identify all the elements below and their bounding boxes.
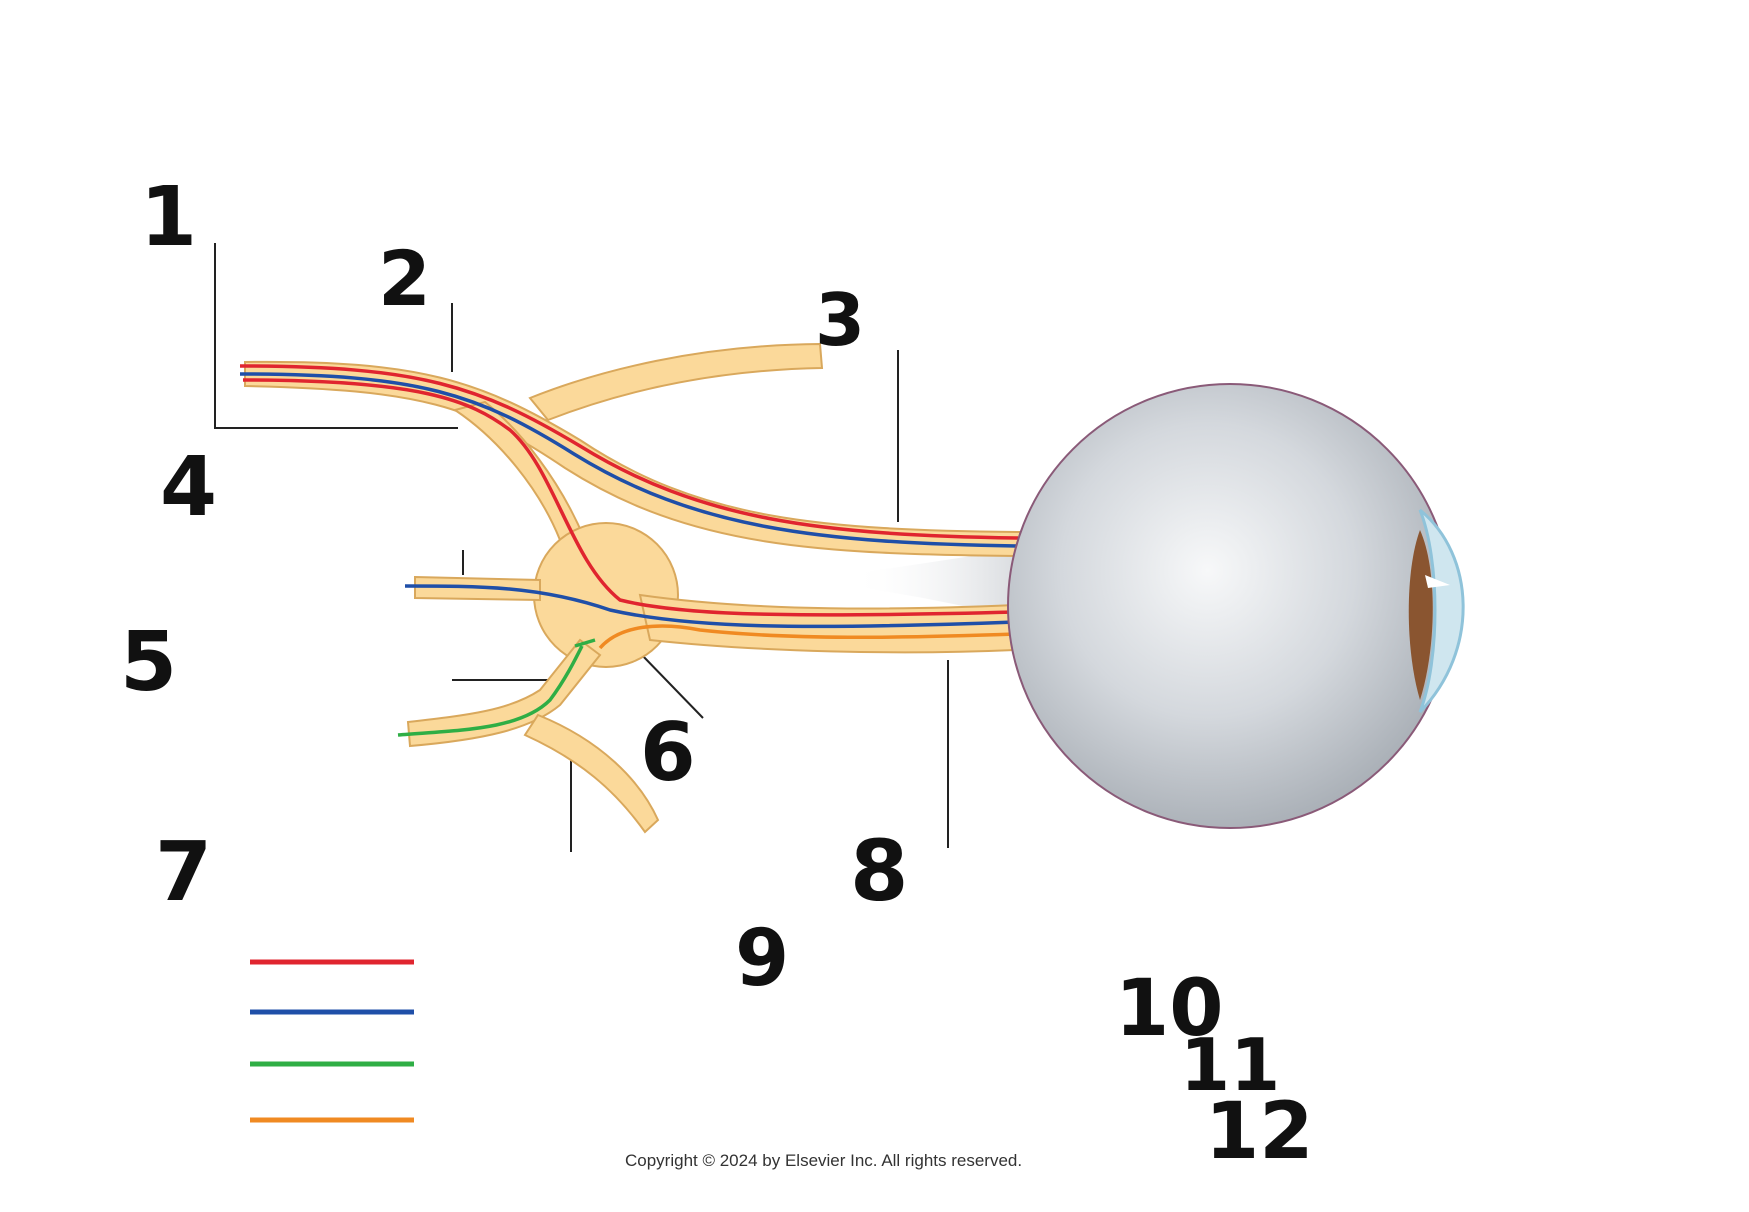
nerve-fibers (239, 364, 1019, 737)
lower-left-root (406, 638, 602, 748)
leader-line-6 (639, 652, 704, 719)
iris (1408, 530, 1433, 700)
label-12: 12 (1205, 1087, 1314, 1177)
label-7: 7 (155, 825, 212, 920)
label-1: 1 (140, 170, 197, 265)
blue-fiber-upper (239, 372, 1019, 548)
label-5: 5 (120, 615, 177, 710)
upper-branch (528, 342, 824, 422)
label-3: 3 (815, 278, 865, 362)
label-2: 2 (378, 234, 431, 323)
label-9: 9 (735, 914, 789, 1004)
label-8: 8 (850, 822, 908, 920)
label-6: 6 (640, 706, 696, 799)
copyright-text: Copyright © 2024 by Elsevier Inc. All ri… (625, 1151, 1022, 1170)
red-fiber-upper (239, 364, 1019, 540)
eyeball-sphere (1007, 383, 1453, 829)
green-fiber (397, 638, 596, 737)
blue-fiber-lower (404, 584, 1017, 629)
label-10: 10 (1115, 964, 1224, 1054)
label-11: 11 (1180, 1023, 1280, 1107)
label-4: 4 (160, 440, 217, 535)
orange-fiber (598, 624, 1017, 650)
lower-branch (523, 713, 660, 834)
eyeball (1007, 383, 1465, 829)
leader-line-1 (214, 243, 458, 429)
legend (250, 959, 414, 1123)
cornea (1418, 508, 1465, 714)
number-labels: 1 2 3 4 5 6 7 8 9 10 11 12 (120, 170, 1314, 1177)
red-fiber-lower (242, 378, 1017, 617)
pupil-highlight (1425, 575, 1450, 588)
